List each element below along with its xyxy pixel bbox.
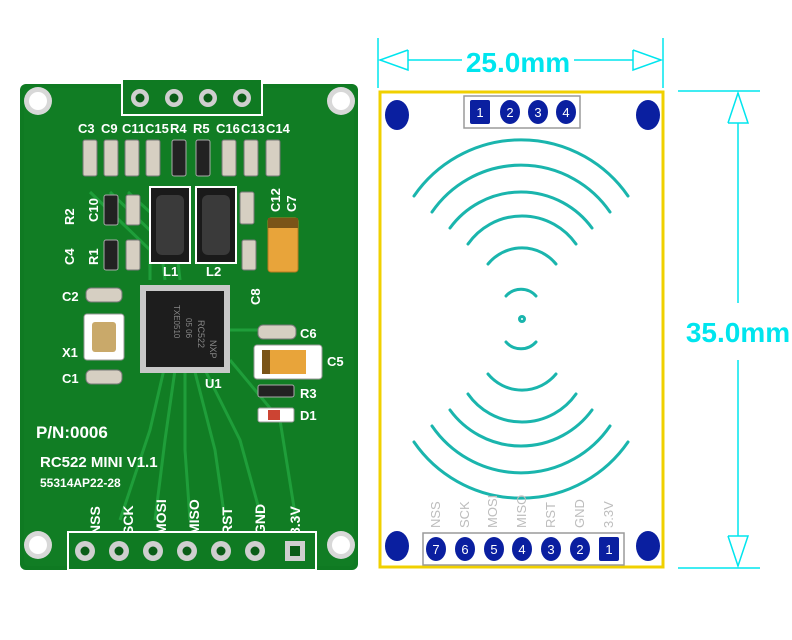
rc522-chip: NXP RC522 05 06 TXE0510 U1 bbox=[140, 285, 230, 391]
antenna-waves bbox=[412, 138, 630, 500]
pcb-photo: C3 C9 C11 C15 R4 R5 C16 C13 C14 R2 C10 C… bbox=[20, 78, 358, 571]
top-pin-4: 4 bbox=[562, 105, 569, 120]
label-c9: C9 bbox=[101, 121, 118, 136]
board-pin-mosi: MOSI bbox=[153, 499, 169, 535]
label-r4: R4 bbox=[170, 121, 187, 136]
label-c2: C2 bbox=[62, 289, 79, 304]
drawing-pin-label-3v3: 3.3V bbox=[601, 501, 616, 528]
bottom-pin-5: 5 bbox=[490, 542, 497, 557]
drawing-pin-labels: NSS SCK MOSI MISO RST GND 3.3V bbox=[428, 495, 616, 528]
board-pin-rst: RST bbox=[219, 507, 235, 535]
right-components: C6 C5 R3 D1 bbox=[253, 324, 344, 423]
top-header bbox=[121, 78, 263, 116]
batch-code: 55314AP22-28 bbox=[40, 476, 121, 490]
label-c16: C16 bbox=[216, 121, 240, 136]
bottom-pin-4: 4 bbox=[518, 542, 525, 557]
label-r3: R3 bbox=[300, 386, 317, 401]
bottom-pin-7: 7 bbox=[432, 542, 439, 557]
chip-brand: NXP bbox=[208, 340, 218, 359]
label-c14: C14 bbox=[266, 121, 291, 136]
top-pin-3: 3 bbox=[534, 105, 541, 120]
part-number: P/N:0006 bbox=[36, 423, 108, 442]
top-connector: 1 2 3 4 bbox=[463, 95, 581, 129]
mounting-holes bbox=[24, 87, 355, 559]
top-pin-2: 2 bbox=[506, 105, 513, 120]
top-row-components bbox=[82, 139, 281, 177]
inductors: L1 L2 bbox=[149, 186, 237, 279]
bottom-pin-1: 1 bbox=[605, 542, 612, 557]
board-outline bbox=[378, 90, 665, 569]
board-pin-labels: NSS SCK MOSI MISO RST GND 3.3V bbox=[87, 499, 303, 535]
label-c6: C6 bbox=[300, 326, 317, 341]
label-r1: R1 bbox=[86, 248, 101, 265]
height-label: 35.0mm bbox=[686, 317, 790, 348]
label-c4: C4 bbox=[62, 248, 77, 265]
tantalum-c7: C12 C7 C8 bbox=[239, 188, 299, 305]
label-c10: C10 bbox=[86, 198, 101, 222]
label-x1: X1 bbox=[62, 345, 78, 360]
label-u1: U1 bbox=[205, 376, 222, 391]
label-c13: C13 bbox=[241, 121, 265, 136]
board-pin-3v3: 3.3V bbox=[287, 506, 303, 535]
width-dimension bbox=[377, 38, 664, 88]
board-pin-gnd: GND bbox=[252, 504, 268, 535]
chip-model: RC522 bbox=[196, 320, 206, 348]
bottom-pin-3: 3 bbox=[547, 542, 554, 557]
board-pin-sck: SCK bbox=[120, 505, 136, 535]
drawing-pin-label-nss: NSS bbox=[428, 501, 443, 528]
label-c8: C8 bbox=[248, 288, 263, 305]
drawing-pin-label-rst: RST bbox=[543, 502, 558, 528]
label-d1: D1 bbox=[300, 408, 317, 423]
chip-date: 05 06 bbox=[184, 318, 193, 339]
label-c1: C1 bbox=[62, 371, 79, 386]
label-r5: R5 bbox=[193, 121, 210, 136]
corner-pads bbox=[385, 100, 660, 561]
label-c15: C15 bbox=[145, 121, 169, 136]
label-l1: L1 bbox=[163, 264, 178, 279]
board-pin-nss: NSS bbox=[87, 506, 103, 535]
top-row-labels: C3 C9 C11 C15 R4 R5 C16 C13 C14 bbox=[78, 121, 291, 136]
bottom-pin-6: 6 bbox=[461, 542, 468, 557]
model-label: RC522 MINI V1.1 bbox=[40, 454, 158, 471]
label-c12: C12 bbox=[268, 188, 283, 212]
drawing-pin-label-sck: SCK bbox=[457, 501, 472, 528]
crystal-section: C2 X1 C1 bbox=[62, 287, 125, 386]
label-c3: C3 bbox=[78, 121, 95, 136]
board-pin-miso: MISO bbox=[186, 499, 202, 535]
label-c5: C5 bbox=[327, 354, 344, 369]
label-c11: C11 bbox=[122, 121, 145, 136]
label-l2: L2 bbox=[206, 264, 221, 279]
dimension-drawing: 25.0mm 35.0mm 1 2 3 bbox=[377, 38, 790, 569]
drawing-pin-label-mosi: MOSI bbox=[485, 495, 500, 528]
bottom-header bbox=[67, 531, 317, 571]
bottom-connector: 7 6 5 4 3 2 1 bbox=[422, 532, 625, 566]
top-pin-1: 1 bbox=[476, 105, 483, 120]
board-text: P/N:0006 RC522 MINI V1.1 55314AP22-28 bbox=[36, 423, 158, 490]
left-components: R2 C10 C4 R1 bbox=[62, 194, 141, 271]
label-c7: C7 bbox=[284, 195, 299, 212]
chip-lot: TXE0510 bbox=[172, 305, 181, 339]
bottom-pin-2: 2 bbox=[576, 542, 583, 557]
label-r2: R2 bbox=[62, 208, 77, 225]
drawing-pin-label-gnd: GND bbox=[572, 499, 587, 528]
height-dimension bbox=[678, 90, 760, 569]
drawing-pin-label-miso: MISO bbox=[514, 495, 529, 528]
width-label: 25.0mm bbox=[466, 47, 570, 78]
